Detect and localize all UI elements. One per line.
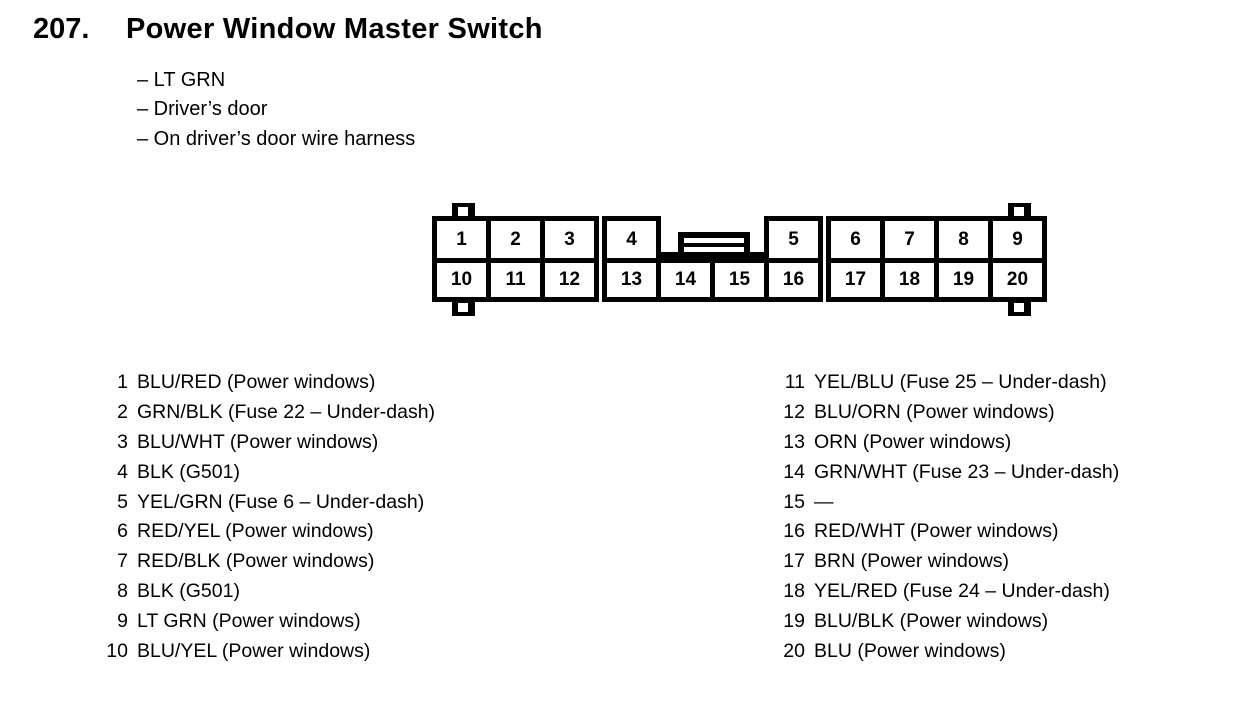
- legend-pin-desc: YEL/RED (Fuse 24 – Under-dash): [814, 579, 1110, 602]
- connector-latch: [678, 232, 750, 257]
- legend-pin-number: 3: [117, 430, 128, 453]
- pin-legend-right: 11 YEL/BLU (Fuse 25 – Under-dash) 12 BLU…: [771, 368, 1119, 666]
- connector-pin-13: 13: [602, 258, 661, 302]
- connector-pin-2: 2: [486, 216, 545, 263]
- mount-tab-bottom-right: [1008, 298, 1031, 316]
- legend-pin-desc: RED/WHT (Power windows): [814, 520, 1059, 543]
- legend-row-9: 9 LT GRN (Power windows): [94, 606, 435, 636]
- legend-row-16: 16 RED/WHT (Power windows): [771, 517, 1119, 547]
- connector-pin-14: 14: [656, 258, 715, 302]
- legend-pin-desc: YEL/BLU (Fuse 25 – Under-dash): [814, 371, 1107, 394]
- legend-pin-number: 14: [783, 460, 805, 483]
- connector-pin-10: 10: [432, 258, 491, 302]
- legend-row-11: 11 YEL/BLU (Fuse 25 – Under-dash): [771, 368, 1119, 398]
- page-title: Power Window Master Switch: [126, 13, 543, 45]
- legend-row-13: 13 ORN (Power windows): [771, 428, 1119, 458]
- legend-pin-number: 6: [117, 520, 128, 543]
- legend-row-1: 1 BLU/RED (Power windows): [94, 368, 435, 398]
- connector-pin-6: 6: [826, 216, 885, 263]
- page-header: 207. Power Window Master Switch: [33, 13, 543, 46]
- legend-pin-number: 7: [117, 550, 128, 573]
- connector-detail-list: – LT GRN – Driver’s door – On driver’s d…: [137, 66, 415, 154]
- connector-pin-1: 1: [432, 216, 491, 263]
- section-number: 207.: [33, 13, 90, 45]
- connector-pin-8: 8: [934, 216, 993, 263]
- latch-stripe: [684, 238, 744, 243]
- connector-pin-3: 3: [540, 216, 599, 263]
- connector-diagram: 1 2 3 4 5 6 7 8 9 10 11 12 13 14 15 16 1…: [432, 203, 1047, 316]
- legend-pin-number: 13: [783, 430, 805, 453]
- legend-row-7: 7 RED/BLK (Power windows): [94, 547, 435, 577]
- legend-row-5: 5 YEL/GRN (Fuse 6 – Under-dash): [94, 487, 435, 517]
- legend-pin-number: 15: [783, 490, 805, 513]
- legend-row-20: 20 BLU (Power windows): [771, 636, 1119, 666]
- legend-pin-desc: BLU/BLK (Power windows): [814, 609, 1049, 632]
- legend-row-12: 12 BLU/ORN (Power windows): [771, 398, 1119, 428]
- legend-pin-desc: BLU/WHT (Power windows): [137, 430, 379, 453]
- legend-pin-desc: YEL/GRN (Fuse 6 – Under-dash): [137, 490, 425, 513]
- legend-row-19: 19 BLU/BLK (Power windows): [771, 606, 1119, 636]
- legend-pin-desc: BLK (G501): [137, 579, 240, 602]
- legend-row-2: 2 GRN/BLK (Fuse 22 – Under-dash): [94, 398, 435, 428]
- legend-pin-desc: BLU/YEL (Power windows): [137, 639, 371, 662]
- connector-pin-19: 19: [934, 258, 993, 302]
- connector-pin-20: 20: [988, 258, 1047, 302]
- legend-row-15: 15 —: [771, 487, 1119, 517]
- legend-pin-number: 11: [784, 371, 805, 394]
- legend-row-18: 18 YEL/RED (Fuse 24 – Under-dash): [771, 577, 1119, 607]
- legend-pin-number: 20: [783, 639, 805, 662]
- connector-pin-16: 16: [764, 258, 823, 302]
- legend-pin-number: 17: [783, 550, 805, 573]
- legend-pin-number: 5: [117, 490, 128, 513]
- recessed-top-border: [656, 252, 769, 263]
- legend-pin-desc: RED/BLK (Power windows): [137, 550, 375, 573]
- legend-pin-number: 16: [783, 520, 805, 543]
- connector-pin-11: 11: [486, 258, 545, 302]
- legend-pin-number: 18: [783, 579, 805, 602]
- legend-pin-number: 8: [117, 579, 128, 602]
- legend-row-10: 10 BLU/YEL (Power windows): [94, 636, 435, 666]
- legend-pin-number: 4: [117, 460, 128, 483]
- mount-tab-bottom-left: [452, 298, 475, 316]
- connector-pin-12: 12: [540, 258, 599, 302]
- legend-pin-desc: GRN/WHT (Fuse 23 – Under-dash): [814, 460, 1120, 483]
- legend-pin-number: 2: [117, 401, 128, 424]
- legend-pin-desc: ORN (Power windows): [814, 430, 1012, 453]
- legend-pin-desc: —: [814, 490, 834, 513]
- pin-legend-left: 1 BLU/RED (Power windows) 2 GRN/BLK (Fus…: [94, 368, 435, 666]
- legend-pin-desc: BLU/RED (Power windows): [137, 371, 376, 394]
- legend-pin-number: 1: [117, 371, 128, 394]
- legend-pin-desc: GRN/BLK (Fuse 22 – Under-dash): [137, 401, 436, 424]
- legend-pin-number: 12: [783, 401, 805, 424]
- connector-pin-15: 15: [710, 258, 769, 302]
- connector-pin-5: 5: [764, 216, 823, 263]
- legend-pin-desc: BLK (G501): [137, 460, 240, 483]
- legend-pin-number: 10: [106, 639, 128, 662]
- legend-row-17: 17 BRN (Power windows): [771, 547, 1119, 577]
- legend-pin-desc: LT GRN (Power windows): [137, 609, 361, 632]
- legend-pin-desc: BLU (Power windows): [814, 639, 1006, 662]
- legend-pin-desc: RED/YEL (Power windows): [137, 520, 374, 543]
- legend-row-8: 8 BLK (G501): [94, 577, 435, 607]
- connector-pin-9: 9: [988, 216, 1047, 263]
- latch-stripe: [684, 247, 744, 252]
- legend-row-3: 3 BLU/WHT (Power windows): [94, 428, 435, 458]
- legend-row-4: 4 BLK (G501): [94, 457, 435, 487]
- detail-harness: – On driver’s door wire harness: [137, 127, 416, 150]
- legend-pin-number: 9: [117, 609, 128, 632]
- legend-pin-number: 19: [783, 609, 805, 632]
- connector-pin-17: 17: [826, 258, 885, 302]
- detail-wire-color: – LT GRN: [137, 69, 226, 91]
- connector-pin-4: 4: [602, 216, 661, 263]
- detail-location: – Driver’s door: [137, 98, 268, 121]
- connector-pin-7: 7: [880, 216, 939, 263]
- legend-row-14: 14 GRN/WHT (Fuse 23 – Under-dash): [771, 457, 1119, 487]
- legend-row-6: 6 RED/YEL (Power windows): [94, 517, 435, 547]
- legend-pin-desc: BLU/ORN (Power windows): [814, 401, 1055, 424]
- legend-pin-desc: BRN (Power windows): [814, 550, 1010, 573]
- connector-pin-18: 18: [880, 258, 939, 302]
